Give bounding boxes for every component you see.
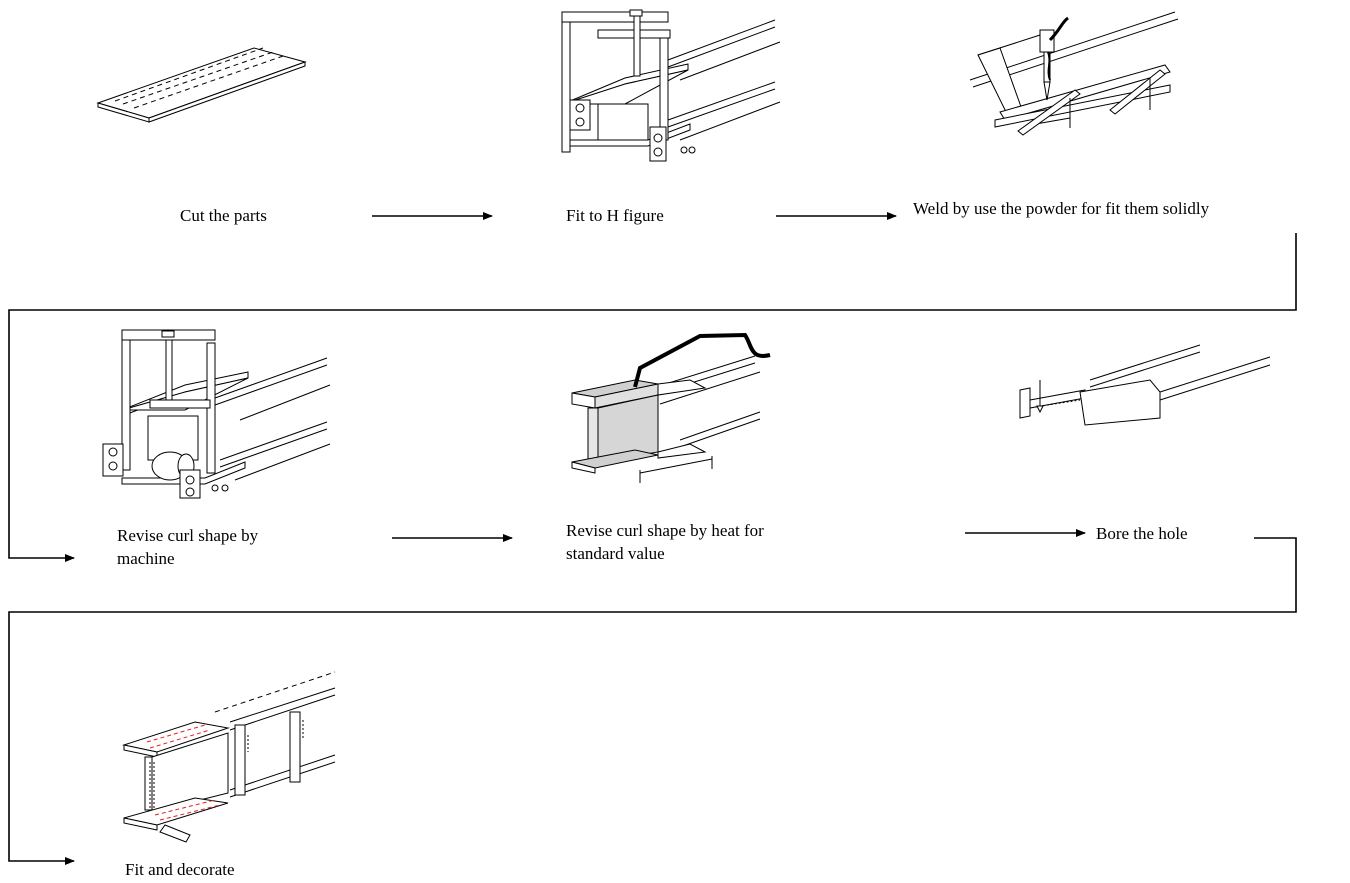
step-label-revise-heat-line1: Revise curl shape by heat for xyxy=(566,521,764,540)
step-label-revise-heat-line2: standard value xyxy=(566,544,665,563)
bore-illustration xyxy=(1019,344,1271,426)
connector-bore-to-fit-decorate xyxy=(8,537,1297,865)
flow-connectors xyxy=(8,212,1297,865)
step-label-bore: Bore the hole xyxy=(1096,524,1188,543)
step-label-weld: Weld by use the powder for fit them soli… xyxy=(913,199,1210,218)
revise-machine-illustration xyxy=(102,329,331,499)
step-label-fit-h: Fit to H figure xyxy=(566,206,664,225)
step-label-revise-machine-line1: Revise curl shape by xyxy=(117,526,259,545)
fit-decorate-illustration xyxy=(122,671,336,843)
revise-heat-illustration xyxy=(571,332,771,483)
step-label-revise-machine-line2: machine xyxy=(117,549,175,568)
fit-h-machine-illustration xyxy=(561,9,781,162)
cut-plate-illustration xyxy=(96,47,307,123)
weld-illustration xyxy=(969,11,1179,136)
step-label-fit-decorate: Fit and decorate xyxy=(125,860,235,879)
connector-weld-to-revise-machine xyxy=(8,233,1297,562)
step-label-cut: Cut the parts xyxy=(180,206,267,225)
